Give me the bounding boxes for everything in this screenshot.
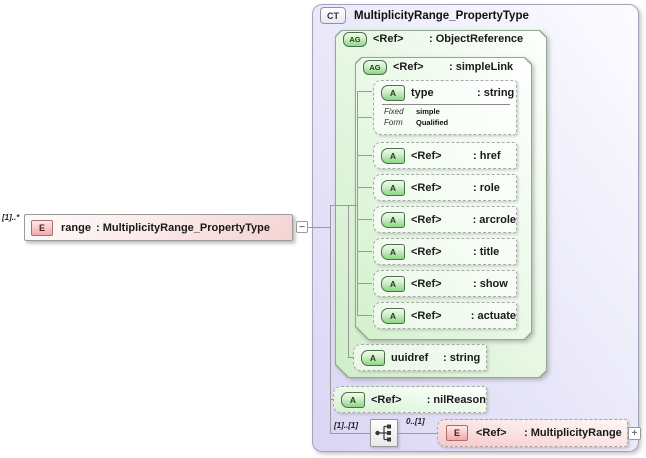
element-name: range xyxy=(61,221,91,234)
sequence-compositor[interactable] xyxy=(370,419,398,447)
expand-icon: + xyxy=(631,428,638,439)
element-type: : MultiplicityRange_PropertyType xyxy=(96,221,270,234)
element-box-multiplicityrange[interactable]: E <Ref> : MultiplicityRange xyxy=(437,419,628,447)
attribute-type: : arcrole xyxy=(472,213,516,226)
facet-label-fixed: Fixed xyxy=(384,107,404,116)
connector-line-sequence xyxy=(330,433,370,434)
attribute-badge: A xyxy=(381,275,405,292)
element-badge: E xyxy=(446,425,468,441)
connector-stub-facets xyxy=(357,117,372,118)
attribute-name: <Ref> xyxy=(411,245,442,258)
attribute-type: : role xyxy=(473,181,500,194)
attribute-name: <Ref> xyxy=(411,149,442,162)
attribute-type: : title xyxy=(473,245,500,258)
collapse-toggle[interactable]: − xyxy=(296,221,308,233)
attribute-type: : href xyxy=(473,149,501,162)
attribute-type: : string xyxy=(477,86,515,99)
connector-line-childelement xyxy=(398,433,437,434)
element-badge: E xyxy=(31,219,53,236)
attribute-badge: A xyxy=(381,243,405,260)
attribute-group-badge: AG xyxy=(363,59,387,75)
facet-value-fixed: simple xyxy=(416,107,440,116)
facet-label-form: Form xyxy=(384,118,403,127)
attribute-box-show[interactable]: A <Ref> : show xyxy=(373,270,517,297)
attribute-name: <Ref> xyxy=(411,181,442,194)
attribute-badge: A xyxy=(381,307,405,324)
attribute-type: : string xyxy=(443,351,481,364)
attribute-name: <Ref> xyxy=(371,393,402,406)
attribute-box-title[interactable]: A <Ref> : title xyxy=(373,238,517,265)
attribute-name: type xyxy=(411,86,434,99)
sequence-cardinality-label: [1]..[1] xyxy=(334,421,358,430)
facet-separator-line xyxy=(382,104,510,105)
connector-stub-show xyxy=(357,283,372,284)
root-cardinality-label: [1]..* xyxy=(2,213,20,222)
connector-stub-href xyxy=(357,155,372,156)
attribute-type: : actuate xyxy=(470,309,516,322)
attribute-badge: A xyxy=(341,391,365,408)
complex-type-header: CT MultiplicityRange_PropertyType xyxy=(320,7,529,24)
attribute-box-role[interactable]: A <Ref> : role xyxy=(373,174,517,201)
attribute-name: <Ref> xyxy=(411,277,442,290)
group-type: : ObjectReference xyxy=(429,33,524,45)
element-name: <Ref> xyxy=(476,427,507,439)
connector-spine-simplelink xyxy=(357,91,358,316)
expand-toggle[interactable]: + xyxy=(628,427,641,440)
attribute-name: <Ref> xyxy=(411,213,442,226)
group-name: <Ref> xyxy=(373,33,404,45)
attribute-box-type[interactable]: A type : string Fixed simple Form Qualif… xyxy=(373,80,517,135)
connector-stub-actuate xyxy=(357,315,372,316)
attribute-group-badge: AG xyxy=(343,31,367,47)
connector-line-root xyxy=(308,227,330,228)
attribute-badge: A xyxy=(381,84,405,101)
connector-stub-type xyxy=(357,91,372,92)
attribute-badge: A xyxy=(361,349,385,366)
connector-stub-role xyxy=(357,187,372,188)
attribute-box-nilreason[interactable]: A <Ref> : nilReason xyxy=(333,386,487,413)
connector-stub-title xyxy=(357,251,372,252)
attribute-name: <Ref> xyxy=(411,309,442,322)
sequence-icon xyxy=(375,424,391,442)
element-type: : MultiplicityRange xyxy=(524,427,622,439)
attribute-badge: A xyxy=(381,179,405,196)
simplelink-header: AG <Ref> : simpleLink xyxy=(363,59,514,75)
connector-spine-main xyxy=(330,205,331,434)
group-type: : simpleLink xyxy=(449,61,514,73)
collapse-icon: − xyxy=(299,222,305,233)
group-name: <Ref> xyxy=(393,61,424,73)
attribute-type: : show xyxy=(473,277,508,290)
attribute-box-actuate[interactable]: A <Ref> : actuate xyxy=(373,302,517,329)
connector-spine-objectreference xyxy=(348,205,349,358)
facet-value-form: Qualified xyxy=(416,118,449,127)
complex-type-badge: CT xyxy=(320,7,346,24)
attribute-type: : nilReason xyxy=(426,393,486,406)
connector-stub-uuidref xyxy=(348,357,354,358)
attribute-name: uuidref xyxy=(391,351,429,364)
complex-type-title: MultiplicityRange_PropertyType xyxy=(354,9,529,22)
attribute-box-arcrole[interactable]: A <Ref> : arcrole xyxy=(373,206,517,233)
objectreference-header: AG <Ref> : ObjectReference xyxy=(343,31,524,47)
child-cardinality-label: 0..[1] xyxy=(406,417,425,426)
connector-stub-nilreason xyxy=(330,399,334,400)
connector-stub-arcrole xyxy=(357,219,372,220)
attribute-box-uuidref[interactable]: A uuidref : string xyxy=(353,344,487,371)
attribute-badge: A xyxy=(381,147,405,164)
attribute-badge: A xyxy=(381,211,405,228)
element-box-range[interactable]: E range : MultiplicityRange_PropertyType xyxy=(24,214,293,241)
connector-elbow-top xyxy=(330,205,357,206)
attribute-box-href[interactable]: A <Ref> : href xyxy=(373,142,517,169)
